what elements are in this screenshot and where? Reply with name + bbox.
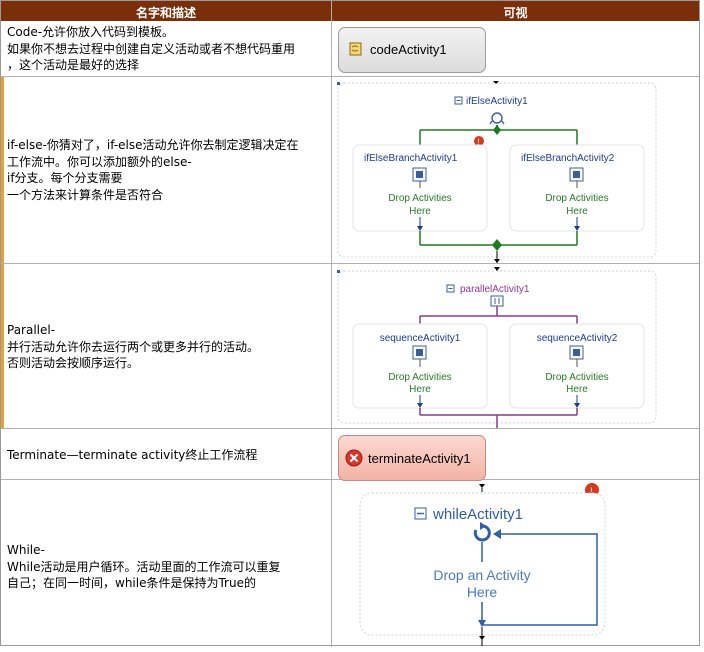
while-diagram: ! whileActivity1 Drop an Activity Here — [359, 483, 606, 646]
drop-target-icon — [412, 167, 427, 182]
parallel-title: parallelActivity1 — [460, 284, 530, 295]
ifelse-branch-left-label: ifElseBranchActivity1 — [364, 153, 458, 164]
parallel-left-drop-line1: Drop Activities — [388, 372, 451, 383]
header-name-description: 名字和描述 — [135, 6, 196, 20]
while-description: While- While活动是用户循环。活动里面的工作流可以重复 自己；在同一时… — [7, 543, 281, 590]
row-marker — [1, 264, 4, 428]
ifelse-left-drop-line1: Drop Activities — [388, 193, 451, 204]
parallel-left-drop-line2: Here — [409, 384, 431, 395]
ifelse-description: if-else-你猜对了，if-else活动允许你去制定逻辑决定在 工作流中。你… — [7, 138, 299, 202]
terminate-activity-label: terminateActivity1 — [368, 451, 471, 466]
parallel-icon — [490, 295, 504, 307]
row-divider — [1, 428, 699, 429]
loop-icon — [473, 522, 491, 542]
column-divider — [331, 1, 332, 647]
code-description: Code-允许你放入代码到模板。 如果你不想去过程中创建自定义活动或者不想代码重… — [7, 25, 296, 72]
while-title: whileActivity1 — [432, 506, 523, 523]
terminate-activity-shape[interactable]: terminateActivity1 — [338, 435, 486, 481]
ifelse-right-drop-line2: Here — [566, 206, 588, 217]
parallel-right-drop-line1: Drop Activities — [545, 372, 608, 383]
code-activity-shape[interactable]: codeActivity1 — [338, 27, 486, 73]
ifelse-left-drop-line2: Here — [409, 206, 431, 217]
scroll-icon — [349, 42, 362, 56]
parallel-branch-right-label: sequenceActivity2 — [537, 333, 618, 344]
branch-icon — [489, 112, 505, 125]
ifelse-title: ifElseActivity1 — [466, 96, 528, 107]
table-header: 名字和描述 可视 — [1, 1, 699, 21]
header-visual: 可视 — [503, 6, 528, 20]
ifelse-branch-right-label: ifElseBranchActivity2 — [521, 153, 615, 164]
row-divider — [1, 263, 699, 264]
parallel-diagram: parallelActivity1 sequenceActivity1 Drop… — [337, 267, 657, 428]
parallel-description: Parallel- 并行活动允许你去运行两个或更多并行的活动。 否则活动会按顺序… — [7, 323, 260, 370]
svg-text:!: ! — [590, 486, 593, 496]
while-drop-line1: Drop an Activity — [433, 567, 530, 583]
terminate-description: Terminate—terminate activity终止工作流程 — [7, 448, 258, 462]
svg-text:!: ! — [478, 138, 480, 147]
code-activity-label: codeActivity1 — [370, 42, 447, 57]
parallel-branch-left-label: sequenceActivity1 — [380, 333, 461, 344]
row-divider — [1, 76, 699, 77]
row-marker — [1, 77, 4, 263]
ifelse-right-drop-line1: Drop Activities — [545, 193, 608, 204]
parallel-right-drop-line2: Here — [566, 384, 588, 395]
while-drop-line2: Here — [467, 584, 498, 600]
terminate-x-icon — [345, 449, 363, 467]
error-icon: ! — [474, 136, 484, 147]
